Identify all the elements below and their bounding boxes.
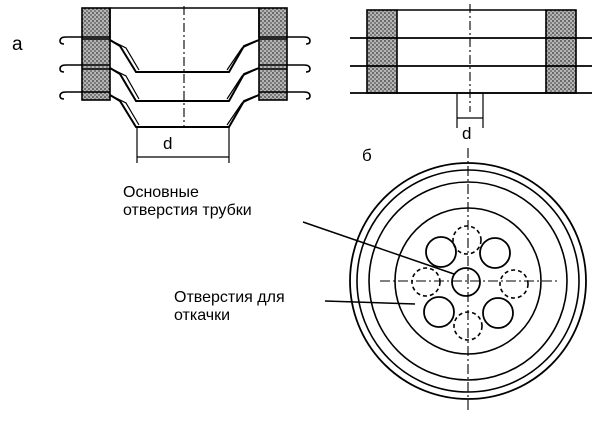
pump-hole-left (411, 267, 441, 297)
wall-block-right (258, 7, 288, 101)
panel-label-a: а (12, 34, 23, 55)
callout-pump-holes: Отверстия для откачки (174, 289, 285, 326)
flange-left-1 (59, 36, 110, 45)
middle-ring (368, 181, 568, 381)
callout-main-holes: Основные отверстия трубки (123, 184, 252, 221)
cone-3 (109, 94, 260, 128)
pump-hole-right (499, 269, 529, 299)
flange-right-1 (259, 36, 311, 45)
cone-1 (109, 39, 260, 73)
pump-hole-bottom (453, 311, 483, 341)
panel-b-drawing (302, 148, 587, 410)
cone-2 (109, 67, 260, 102)
flat-wall-left (366, 9, 398, 94)
callout-main-holes-line2: отверстия трубки (123, 202, 252, 220)
flange-left-3 (59, 91, 110, 100)
dimension-label-right: d (462, 124, 472, 143)
pump-hole-top (452, 225, 482, 255)
callout-pump-holes-line2: откачки (174, 307, 231, 325)
callout-main-holes-line1: Основные (123, 184, 199, 201)
flange-left-2 (59, 64, 110, 73)
main-hole-center (451, 267, 481, 297)
flange-right-3 (259, 91, 311, 100)
panel-flat-drawing (350, 4, 592, 128)
main-hole-2 (479, 237, 511, 269)
callout-pump-holes-line1: Отверстия для (174, 289, 285, 306)
leader-pump-holes (324, 300, 416, 305)
dimension-label-left: d (163, 134, 173, 153)
flat-wall-right (545, 9, 577, 94)
leader-main-holes (302, 221, 455, 275)
main-hole-1 (425, 236, 457, 268)
panel-label-b: б (362, 146, 372, 165)
main-hole-3 (423, 296, 455, 328)
flange-right-2 (259, 64, 311, 73)
panel-a-drawing (59, 6, 311, 163)
wall-block-left (81, 7, 111, 101)
main-hole-4 (482, 297, 514, 329)
